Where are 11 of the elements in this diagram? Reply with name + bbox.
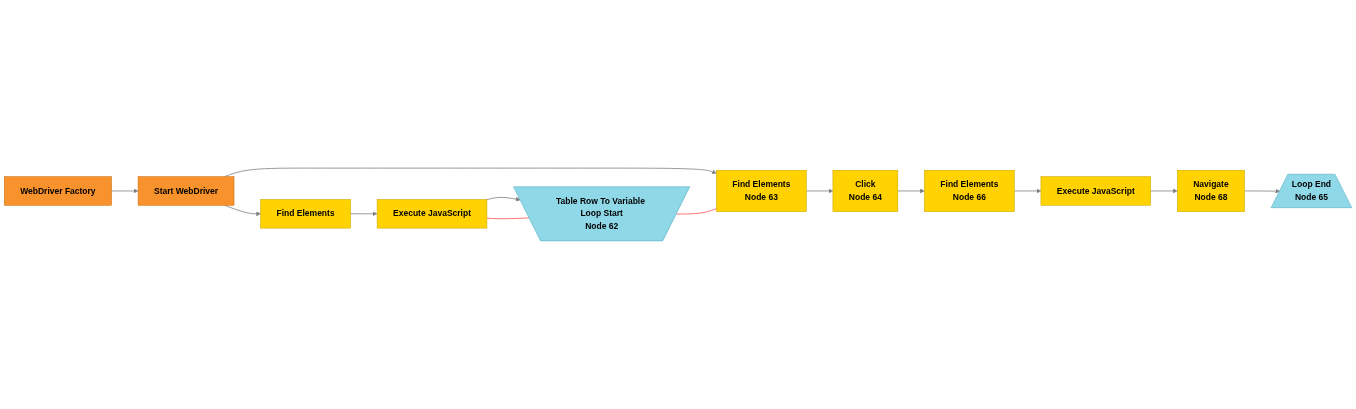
connector bbox=[486, 217, 530, 220]
node-box: Find Elements bbox=[260, 199, 351, 229]
node-box: Find Elements Node 66 bbox=[924, 169, 1015, 212]
node-box: Find Elements Node 63 bbox=[716, 169, 807, 212]
node-box: Execute JavaScript bbox=[1040, 176, 1151, 206]
node-box: Start WebDriver bbox=[137, 176, 235, 206]
node-box: Navigate Node 68 bbox=[1177, 169, 1245, 212]
node-box: WebDriver Factory bbox=[4, 176, 112, 206]
connector bbox=[676, 208, 717, 215]
node-box: Execute JavaScript bbox=[376, 199, 488, 229]
node-box: Click Node 64 bbox=[832, 169, 899, 212]
